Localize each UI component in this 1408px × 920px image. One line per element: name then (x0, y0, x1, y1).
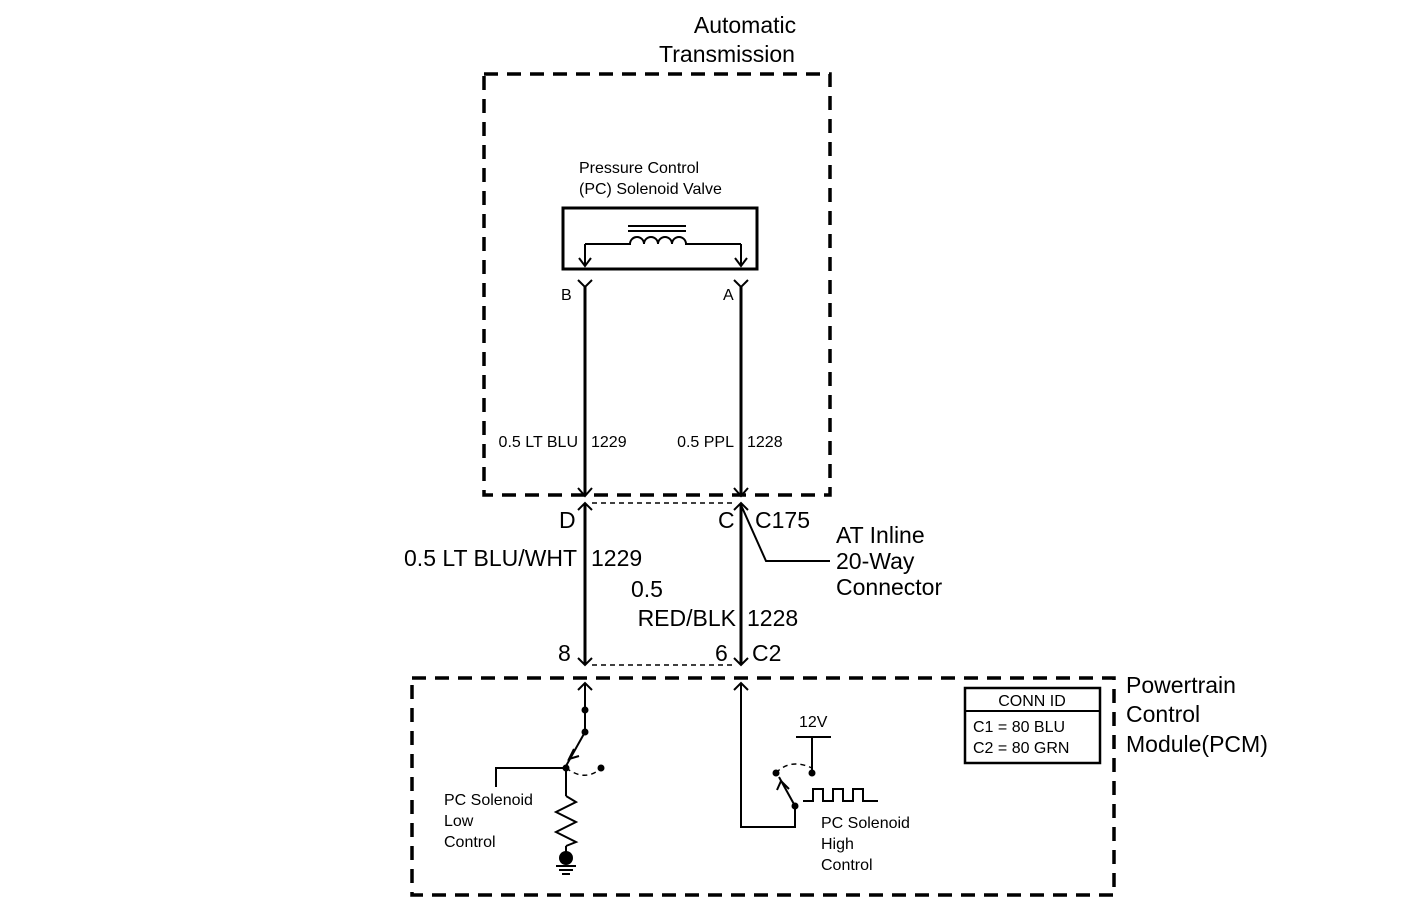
pcm-title-line3: Module(PCM) (1126, 731, 1268, 757)
wire-1229-arrow-icon (577, 487, 593, 498)
wire-1229-upper-circuit: 1229 (591, 434, 627, 451)
pcm-title-line2: Control (1126, 701, 1200, 727)
pin-b-connector-icon (577, 279, 593, 289)
wire-1229-lower-circuit: 1229 (591, 545, 642, 571)
c175-pin-c: C (718, 507, 735, 533)
conn-id-row1: C1 = 80 BLU (973, 719, 1065, 736)
solenoid-coil-icon (578, 225, 748, 268)
c2-pin-8: 8 (558, 640, 571, 666)
low-control-circuit (495, 681, 605, 852)
solenoid-label-line2: (PC) Solenoid Valve (579, 181, 722, 198)
wire-1228-lower-circuit: 1228 (747, 605, 798, 631)
high-control-label-line3: Control (821, 857, 873, 874)
pcm-title-line1: Powertrain (1126, 672, 1236, 698)
solenoid-body (561, 206, 759, 271)
solenoid-label-line1: Pressure Control (579, 160, 699, 177)
wire-1228-upper-color: 0.5 PPL (677, 434, 734, 451)
c2-pin-6: 6 (715, 640, 728, 666)
c2-connector-icon (577, 657, 749, 667)
pwm-signal-icon (803, 788, 878, 802)
c2-connector-id: C2 (752, 640, 781, 666)
c175-callout-line1: AT Inline (836, 522, 925, 548)
pin-a-connector-icon (733, 279, 749, 289)
transmission-title-line2: Transmission (659, 41, 795, 67)
solenoid-pin-a: A (723, 287, 734, 304)
ground-icon (556, 851, 576, 875)
c175-callout-line2: 20-Way (836, 548, 915, 574)
wire-1228-lower-gauge: 0.5 (631, 576, 663, 602)
wire-1228-upper-circuit: 1228 (747, 434, 783, 451)
transmission-boundary (482, 72, 832, 497)
transmission-title-line1: Automatic (694, 12, 796, 38)
wire-1228-lower-color: RED/BLK (638, 605, 737, 631)
low-control-label-line3: Control (444, 834, 496, 851)
high-control-label-line1: PC Solenoid (821, 815, 910, 832)
c175-pin-d: D (559, 507, 576, 533)
low-control-label-line2: Low (444, 813, 474, 830)
c175-connector-id: C175 (755, 507, 810, 533)
high-control-circuit (733, 681, 831, 828)
supply-voltage-label: 12V (799, 714, 828, 731)
high-control-label-line2: High (821, 836, 854, 853)
solenoid-pin-b: B (561, 287, 572, 304)
c175-callout-line3: Connector (836, 574, 942, 600)
conn-id-header: CONN ID (998, 693, 1066, 710)
wire-1228-arrow-icon (733, 487, 749, 498)
wire-1229-lower-color: 0.5 LT BLU/WHT (404, 545, 577, 571)
conn-id-row2: C2 = 80 GRN (973, 740, 1069, 757)
conn-id-table (963, 686, 1102, 765)
wire-1229-upper-color: 0.5 LT BLU (499, 434, 578, 451)
c175-callout-line (740, 504, 830, 562)
low-control-label-line1: PC Solenoid (444, 792, 533, 809)
pcm-boundary (410, 676, 1116, 897)
